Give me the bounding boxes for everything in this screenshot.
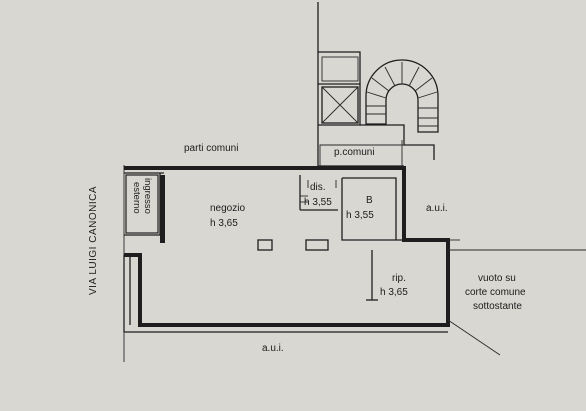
label-rip: rip.: [392, 273, 406, 284]
label-aui-right: a.u.i.: [426, 203, 448, 214]
label-esterno: esterno: [131, 182, 142, 214]
unit-outer-walls: [123, 166, 450, 333]
label-rip-height: h 3,65: [380, 287, 408, 298]
street-name: VIA LUIGI CANONICA: [88, 186, 99, 295]
boundary-diagonal: [447, 319, 501, 356]
entrance-box: [125, 174, 159, 234]
label-vuoto-1: vuoto su: [478, 273, 516, 284]
interior-partitions: [299, 175, 404, 301]
label-b-height: h 3,55: [346, 210, 374, 221]
p-comuni-room: [319, 140, 404, 170]
label-vuoto-3: sottostante: [473, 301, 522, 312]
pillar: [257, 239, 273, 251]
label-negozio: negozio: [210, 203, 245, 214]
label-b: B: [366, 195, 373, 206]
entrance-wall: [160, 175, 165, 243]
label-vuoto-2: corte comune: [465, 287, 526, 298]
label-negozio-height: h 3,65: [210, 218, 238, 229]
label-parti-comuni: parti comuni: [184, 143, 238, 154]
spiral-staircase: [365, 59, 439, 133]
label-p-comuni: p.comuni: [334, 147, 375, 158]
label-aui-bottom: a.u.i.: [262, 343, 284, 354]
label-dis-height: h 3,55: [304, 197, 332, 208]
label-ingresso: ingresso: [142, 178, 153, 214]
pillar: [305, 239, 329, 251]
label-dis: dis.: [310, 182, 326, 193]
